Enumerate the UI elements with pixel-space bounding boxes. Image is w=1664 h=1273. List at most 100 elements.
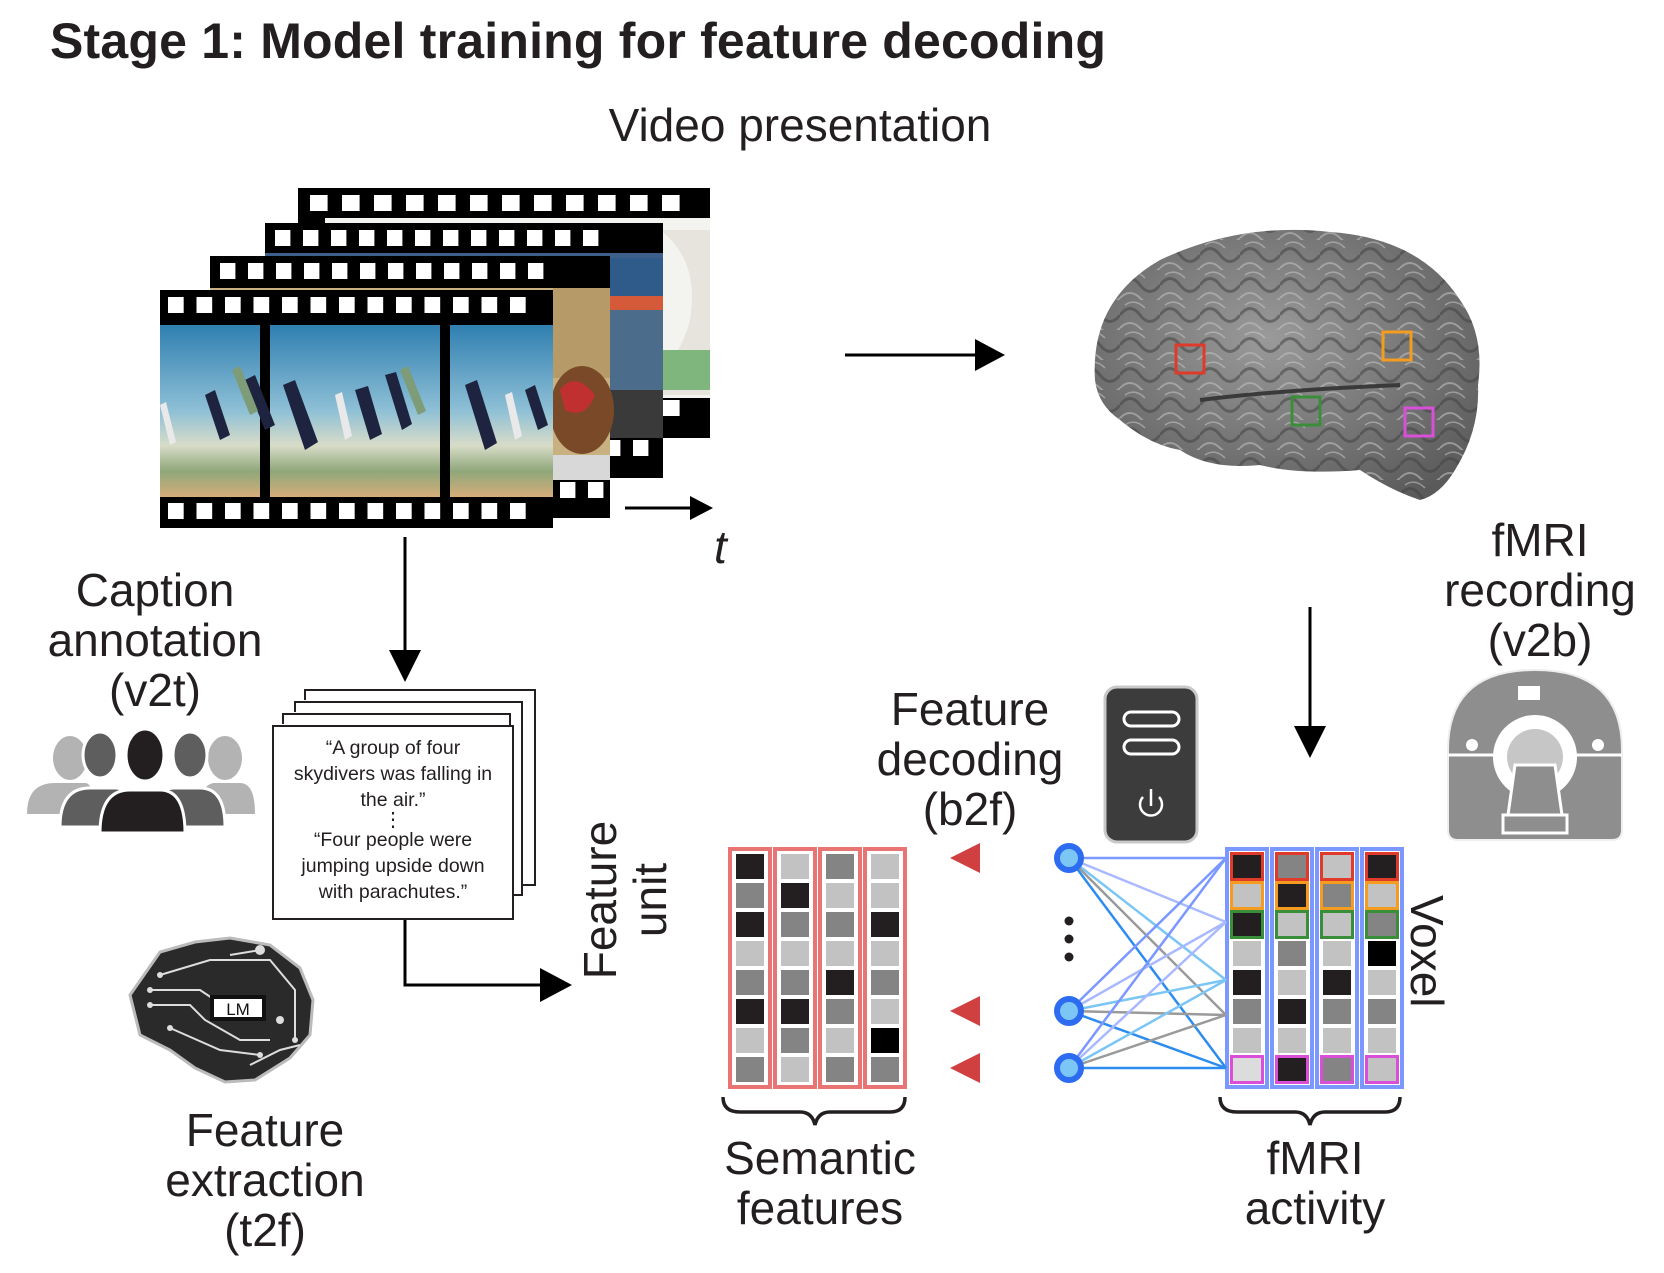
sprocket-hole: [415, 230, 431, 246]
voxel-cell: [1278, 1028, 1306, 1053]
sprocket-hole: [472, 263, 488, 279]
feature-cell: [781, 970, 809, 995]
feature-cell: [826, 999, 854, 1024]
page-title: Stage 1: Model training for feature deco…: [50, 13, 1107, 69]
connection-line: [1068, 857, 1227, 1012]
sprocket-hole: [282, 297, 298, 313]
voxel-cell: [1323, 941, 1351, 966]
sprocket-hole: [282, 503, 298, 519]
feature-cell: [826, 883, 854, 908]
sprocket-hole: [396, 503, 412, 519]
semantic-feature-matrix: [728, 847, 907, 1089]
feature-cell: [871, 941, 899, 966]
sprocket-hole: [443, 230, 459, 246]
voxel-cell-orange: [1275, 881, 1309, 910]
voxel-activity-matrix: [1225, 847, 1404, 1089]
voxel-cell: [1323, 999, 1351, 1024]
decoder-node: [1054, 843, 1084, 873]
sprocket-hole: [367, 503, 384, 519]
time-label: t: [714, 521, 727, 573]
sprocket-hole: [367, 297, 384, 313]
sprocket-hole: [528, 263, 544, 279]
decoder-connections: [1067, 856, 1228, 1070]
arrow-caption-to-features: [403, 920, 572, 1002]
sprocket-hole: [339, 297, 355, 313]
sprocket-hole: [253, 503, 270, 519]
voxel-cell-red: [1320, 852, 1354, 881]
sprocket-hole: [510, 297, 526, 313]
voxel-column: [1315, 847, 1359, 1089]
feature-cell: [826, 1028, 854, 1053]
arrow-video-to-brain: [845, 339, 1005, 371]
voxel-cell: [1278, 970, 1306, 995]
feature-cell: [871, 1028, 899, 1053]
roi-green: [1290, 395, 1322, 427]
voxel-axis-label: Voxel: [1401, 895, 1453, 1008]
sprocket-hole: [396, 297, 412, 313]
feature-extraction-label: Feature extraction (t2f): [165, 1104, 365, 1256]
voxel-cell: [1278, 999, 1306, 1024]
voxel-column: [1360, 847, 1404, 1089]
feature-unit-axis-label: Feature unit: [574, 820, 676, 980]
feature-cell: [736, 883, 764, 908]
sprocket-hole: [248, 263, 264, 279]
roi-magenta: [1403, 406, 1435, 438]
feature-cell: [826, 1057, 854, 1082]
feature-cell: [781, 912, 809, 937]
voxel-cell-green: [1365, 910, 1399, 939]
voxel-cell-red: [1230, 852, 1264, 881]
feature-cell: [736, 1028, 764, 1053]
feature-cell: [736, 912, 764, 937]
voxel-cell-magenta: [1365, 1055, 1399, 1084]
brain-surface-icon: [1094, 229, 1480, 500]
sprocket-hole: [360, 263, 376, 279]
sprocket-hole: [374, 195, 392, 211]
voxel-cell: [1233, 999, 1261, 1024]
sprocket-hole: [453, 297, 469, 313]
voxel-cell-green: [1320, 910, 1354, 939]
voxel-cell: [1368, 970, 1396, 995]
voxel-cell: [1368, 1028, 1396, 1053]
sprocket-hole: [662, 400, 680, 416]
feature-cell: [871, 1057, 899, 1082]
sprocket-hole: [500, 263, 516, 279]
voxel-cell-magenta: [1230, 1055, 1264, 1084]
sprocket-hole: [438, 195, 456, 211]
video-presentation-label: Video presentation: [608, 99, 992, 151]
sprocket-hole: [310, 503, 327, 519]
sprocket-hole: [304, 263, 320, 279]
connection-line: [1068, 978, 1227, 1070]
connection-line: [1067, 857, 1228, 1069]
feature-cell: [871, 912, 899, 937]
sprocket-hole: [598, 195, 616, 211]
lm-chip-label: LM: [226, 1000, 250, 1019]
time-arrow: [625, 496, 713, 520]
sprocket-hole: [275, 230, 291, 246]
circuit-brain-icon: LM: [128, 936, 315, 1084]
output-arrow-2: [950, 996, 1068, 1026]
sprocket-hole: [502, 195, 520, 211]
sprocket-hole: [416, 263, 432, 279]
semantic-features-label: Semantic features: [724, 1132, 916, 1234]
sprocket-hole: [633, 440, 649, 456]
decoder-nodes: [1054, 843, 1084, 1083]
voxel-cell-red: [1275, 852, 1309, 881]
arrow-brain-to-activity: [1294, 607, 1326, 758]
feature-cell: [781, 1057, 809, 1082]
sprocket-hole: [225, 503, 241, 519]
caption-ellipsis: ⋮: [383, 809, 403, 831]
voxel-cell: [1323, 1028, 1351, 1053]
sprocket-hole: [406, 195, 424, 211]
sprocket-hole: [630, 195, 648, 211]
sprocket-hole: [342, 195, 360, 211]
voxel-cell-orange: [1320, 881, 1354, 910]
sprocket-hole: [424, 297, 441, 313]
sprocket-hole: [339, 503, 355, 519]
feature-cell: [781, 854, 809, 879]
voxel-cell: [1233, 941, 1261, 966]
sprocket-hole: [310, 297, 327, 313]
sprocket-hole: [566, 195, 584, 211]
connection-line: [1068, 1009, 1227, 1017]
computer-server-icon: [1103, 685, 1199, 844]
feature-column: [818, 847, 862, 1089]
